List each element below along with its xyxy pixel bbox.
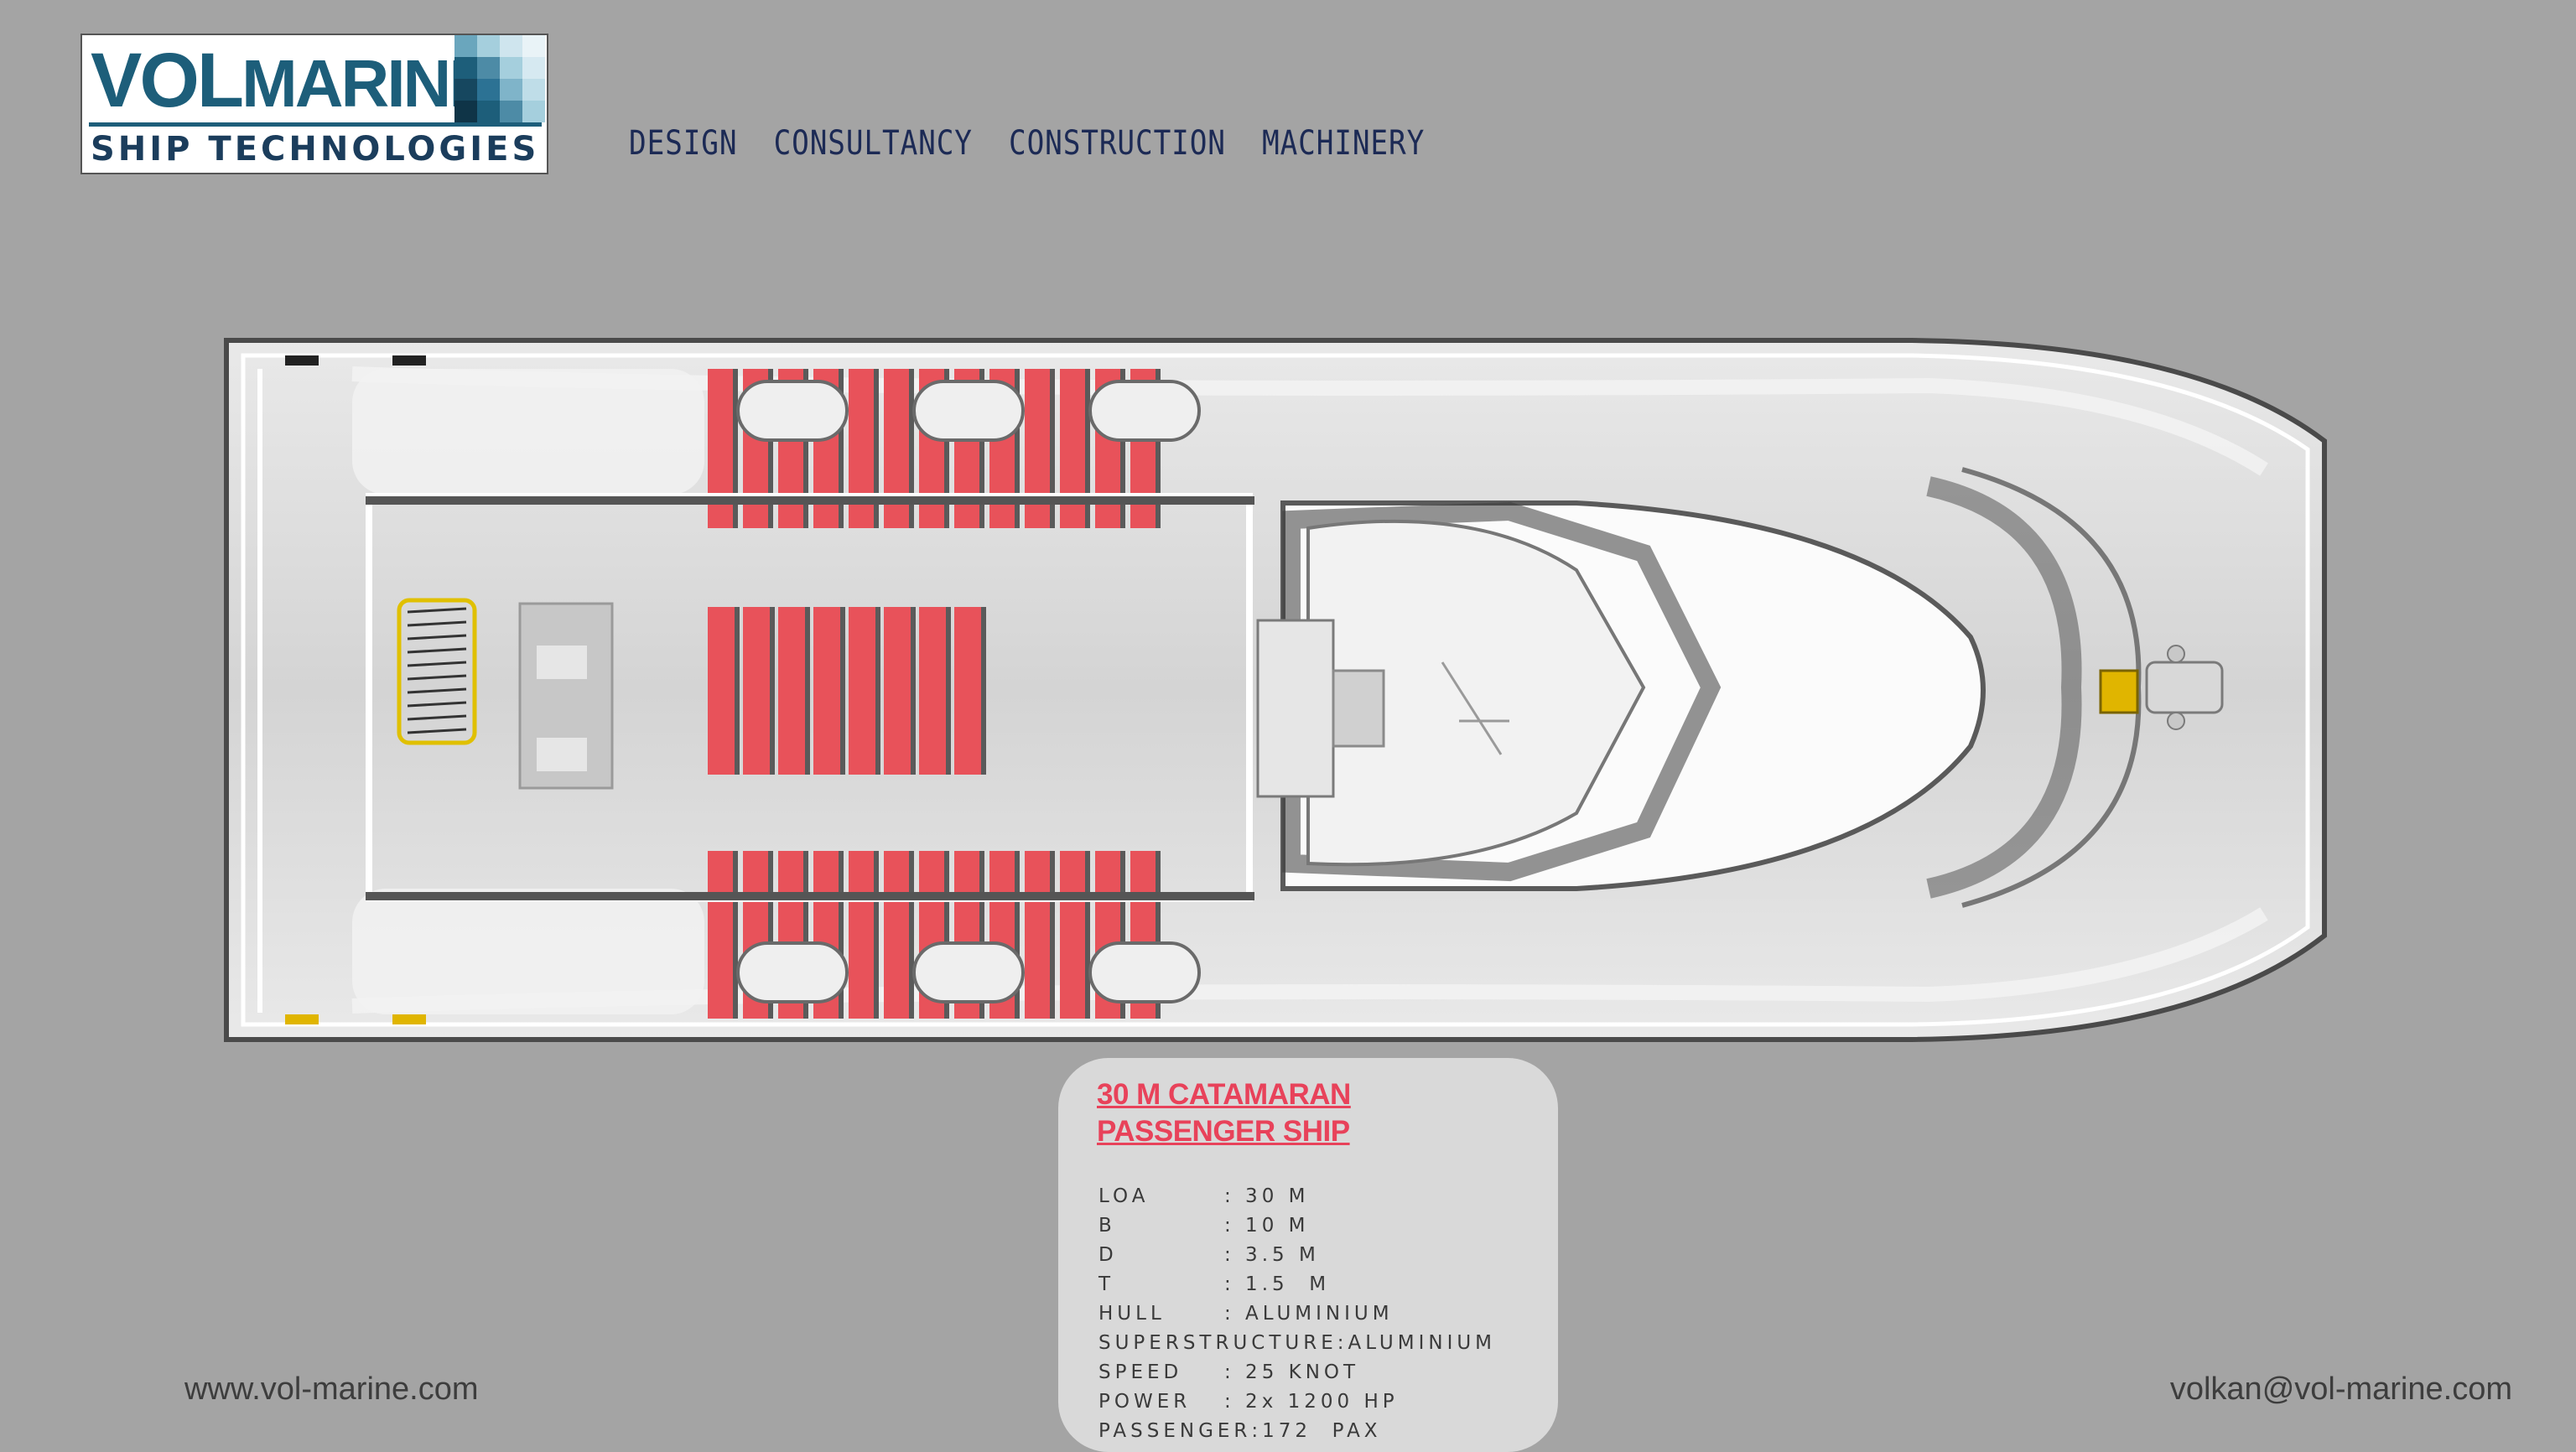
seat-back-starboard xyxy=(803,851,808,1019)
spec-list: LOA: 30 M B: 10 M D: 3.5 M T: 1.5 M HULL… xyxy=(1098,1182,1496,1446)
company-logo: VOLMARINE SHIP TECHNOLOGIES xyxy=(80,34,548,174)
logo-underline xyxy=(89,122,542,127)
life-raft xyxy=(736,380,849,442)
seat-back-starboard xyxy=(1050,851,1055,1019)
spec-title-line1: 30 M CATAMARAN xyxy=(1097,1078,1351,1111)
seat-row-center xyxy=(708,607,735,775)
seat-row-center xyxy=(743,607,770,775)
service-construction: CONSTRUCTION xyxy=(1009,124,1226,163)
seat-row-starboard xyxy=(1060,851,1085,1019)
spec-row-speed: SPEED: 25 KNOT xyxy=(1098,1361,1360,1383)
seat-back-port xyxy=(733,369,738,528)
seat-back-center xyxy=(770,607,775,775)
anchor-windlass xyxy=(2099,669,2139,714)
life-raft xyxy=(912,380,1025,442)
seat-back-center xyxy=(911,607,916,775)
spec-row-power: POWER: 2x 1200 HP xyxy=(1098,1391,1399,1413)
seat-back-port xyxy=(839,369,844,528)
seat-back-starboard xyxy=(979,851,984,1019)
staircase xyxy=(397,598,477,745)
seat-back-port xyxy=(979,369,984,528)
helm-console xyxy=(1256,619,1335,798)
seat-back-port xyxy=(768,369,773,528)
seat-back-port xyxy=(944,369,949,528)
seat-back-starboard xyxy=(733,851,738,1019)
spec-row-depth: D: 3.5 M xyxy=(1098,1244,1320,1266)
seat-row-starboard xyxy=(884,851,909,1019)
seat-back-center xyxy=(875,607,880,775)
email-link[interactable]: volkan@vol-marine.com xyxy=(2169,1372,2512,1407)
website-link[interactable]: www.vol-marine.com xyxy=(184,1372,479,1407)
seat-back-center xyxy=(805,607,810,775)
services-tagline: DESIGN CONSULTANCY CONSTRUCTION MACHINER… xyxy=(629,124,1425,163)
seat-row-starboard xyxy=(708,851,733,1019)
seat-back-port xyxy=(1050,369,1055,528)
seat-row-center xyxy=(884,607,911,775)
spec-row-passenger: PASSENGER:172 PAX xyxy=(1098,1420,1382,1442)
seat-back-starboard xyxy=(1085,851,1090,1019)
seat-back-starboard xyxy=(909,851,914,1019)
seat-row-starboard xyxy=(849,851,874,1019)
logo-tile-icon xyxy=(454,35,547,124)
seat-back-starboard xyxy=(768,851,773,1019)
specification-card: 30 M CATAMARAN PASSENGER SHIP LOA: 30 M … xyxy=(1058,1058,1558,1452)
seat-back-center xyxy=(946,607,951,775)
life-raft xyxy=(1088,380,1201,442)
life-raft xyxy=(736,941,849,1003)
logo-wordmark: VOLMARINE xyxy=(91,42,494,121)
spec-row-superstructure: SUPERSTRUCTURE:ALUMINIUM xyxy=(1098,1332,1497,1354)
seat-back-port xyxy=(874,369,879,528)
seat-row-center xyxy=(778,607,805,775)
seat-row-center xyxy=(954,607,981,775)
seat-back-starboard xyxy=(1015,851,1020,1019)
seat-back-starboard xyxy=(1156,851,1161,1019)
seat-back-center xyxy=(735,607,740,775)
seat-back-port xyxy=(909,369,914,528)
seat-row-starboard xyxy=(1025,851,1050,1019)
logo-brand-part2: MARINE xyxy=(242,46,494,121)
logo-subtitle: SHIP TECHNOLOGIES xyxy=(91,130,540,169)
spec-row-hull: HULL: ALUMINIUM xyxy=(1098,1303,1394,1325)
seat-back-starboard xyxy=(839,851,844,1019)
seat-row-center xyxy=(919,607,946,775)
seat-row-center xyxy=(849,607,875,775)
life-raft xyxy=(912,941,1025,1003)
service-machinery: MACHINERY xyxy=(1261,124,1426,163)
seat-back-starboard xyxy=(944,851,949,1019)
life-raft-group xyxy=(736,380,1201,1003)
seat-back-port xyxy=(1156,369,1161,528)
spec-row-beam: B: 10 M xyxy=(1098,1215,1310,1237)
spec-title-line2: PASSENGER SHIP xyxy=(1097,1115,1350,1148)
seat-back-center xyxy=(840,607,845,775)
seat-back-port xyxy=(1120,369,1125,528)
seat-back-starboard xyxy=(874,851,879,1019)
seat-back-starboard xyxy=(1120,851,1125,1019)
seat-back-port xyxy=(1015,369,1020,528)
logo-brand-part1: VOL xyxy=(91,38,244,123)
seat-back-center xyxy=(981,607,986,775)
service-consultancy: CONSULTANCY xyxy=(773,124,973,163)
seat-back-port xyxy=(1085,369,1090,528)
spec-row-draft: T: 1.5 M xyxy=(1098,1273,1331,1295)
service-design: DESIGN xyxy=(629,124,738,163)
seat-back-port xyxy=(803,369,808,528)
life-raft xyxy=(1088,941,1201,1003)
spec-row-loa: LOA: 30 M xyxy=(1098,1185,1310,1207)
seat-row-center xyxy=(813,607,840,775)
